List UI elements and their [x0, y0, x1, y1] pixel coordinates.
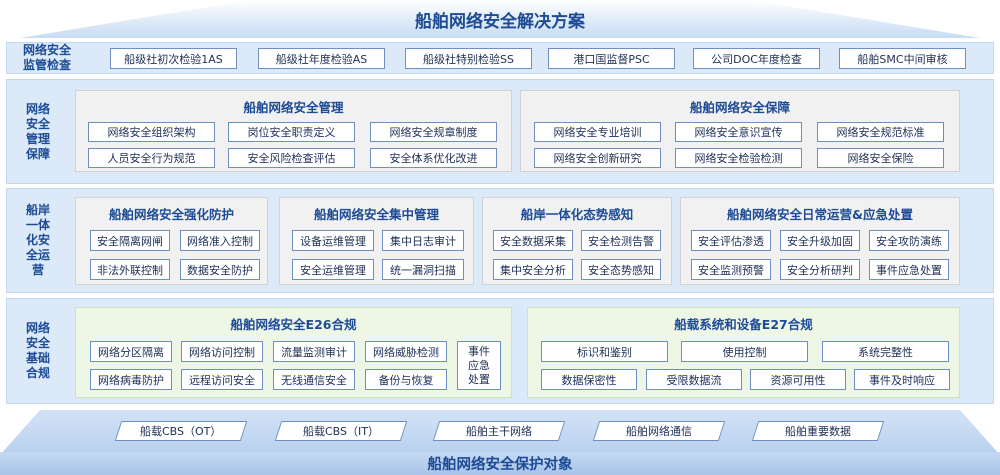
panel-central: 船舶网络安全集中管理 设备运维管理 集中日志审计 安全运维管理 统一漏洞扫描	[279, 197, 474, 285]
side-item: 事件 应急 处置	[457, 341, 501, 390]
row-compliance: 网络 安全 基础 合规 船舶网络安全E26合规 网络分区隔离 网络访问控制 流量…	[6, 298, 994, 404]
page-title: 船舶网络安全解决方案	[20, 0, 980, 38]
item: 受限数据流	[646, 369, 742, 390]
item: 统一漏洞扫描	[382, 259, 464, 280]
item: 资源可用性	[750, 369, 846, 390]
item: 安全隔离网闸	[90, 230, 170, 251]
check-item: 港口国监督PSC	[548, 48, 675, 69]
item: 安全风险检查评估	[228, 148, 355, 168]
item: 集中安全分析	[493, 259, 573, 280]
item: 网络安全保险	[817, 148, 944, 168]
row-label: 网络 安全 基础 合规	[25, 321, 50, 380]
item: 网络访问控制	[181, 341, 263, 362]
check-item: 公司DOC年度检查	[693, 48, 820, 69]
item: 远程访问安全	[181, 369, 263, 390]
item: 网络安全意识宣传	[675, 122, 802, 142]
panel-title: 船舶网络安全保障	[689, 100, 790, 115]
row-supervision: 网络安全 监管检查 船级社初次检验1AS 船级社年度检验AS 船级社特别检验SS…	[6, 42, 994, 74]
panel-title: 船舶网络安全强化防护	[108, 207, 234, 222]
item: 岗位安全职责定义	[228, 122, 355, 142]
item: 网络病毒防护	[90, 369, 172, 390]
row-management: 网络 安全 管理 保障 船舶网络安全管理 网络安全组织架构 岗位安全职责定义 网…	[6, 79, 994, 184]
item: 非法外联控制	[90, 259, 170, 280]
protected-item: 船载CBS（OT）	[114, 421, 248, 441]
panel-assurance: 船舶网络安全保障 网络安全专业培训 网络安全意识宣传 网络安全规范标准 网络安全…	[520, 90, 960, 172]
item: 数据安全防护	[180, 259, 260, 280]
item: 网络分区隔离	[90, 341, 172, 362]
item: 数据保密性	[541, 369, 637, 390]
item: 安全体系优化改进	[370, 148, 497, 168]
item: 安全分析研判	[780, 259, 860, 280]
item: 网络安全规章制度	[370, 122, 497, 142]
panel-title: 船载系统和设备E27合规	[674, 317, 813, 332]
check-item: 船舶SMC中间审核	[839, 48, 966, 69]
item: 集中日志审计	[382, 230, 464, 251]
item: 安全数据采集	[493, 230, 573, 251]
item: 安全升级加固	[780, 230, 860, 251]
row-label: 船岸 一体 化安 全运 营	[25, 203, 50, 277]
protected-item-label: 船舶主干网络	[466, 425, 532, 438]
item: 网络安全组织架构	[88, 122, 215, 142]
panel-daily-ops: 船舶网络安全日常运营&应急处置 安全评估渗透 安全升级加固 安全攻防演练 安全监…	[680, 197, 960, 285]
panel-management: 船舶网络安全管理 网络安全组织架构 岗位安全职责定义 网络安全规章制度 人员安全…	[75, 90, 512, 172]
item: 网络安全检验检测	[675, 148, 802, 168]
panel-title: 船舶网络安全管理	[243, 100, 344, 115]
protected-item-label: 船舶重要数据	[785, 425, 851, 438]
item: 网络安全规范标准	[817, 122, 944, 142]
item: 流量监测审计	[273, 341, 355, 362]
item: 事件及时响应	[854, 369, 950, 390]
panel-e26: 船舶网络安全E26合规 网络分区隔离 网络访问控制 流量监测审计 网络威胁检测 …	[75, 307, 512, 398]
item: 安全监测预警	[691, 259, 771, 280]
protected-item: 船舶重要数据	[751, 421, 885, 441]
protected-item: 船舶主干网络	[432, 421, 566, 441]
item: 网络准入控制	[180, 230, 260, 251]
panel-title: 船舶网络安全集中管理	[313, 207, 439, 222]
item: 网络安全创新研究	[534, 148, 661, 168]
bottom-title: 船舶网络安全保护对象	[0, 452, 1000, 475]
item: 网络安全专业培训	[534, 122, 661, 142]
panel-awareness: 船岸一体化态势感知 安全数据采集 安全检测告警 集中安全分析 安全态势感知	[482, 197, 672, 285]
protected-item-label: 船载CBS（IT）	[303, 425, 379, 438]
panel-title: 船舶网络安全E26合规	[230, 317, 357, 332]
panel-title: 船岸一体化态势感知	[520, 207, 634, 222]
check-item: 船级社特别检验SS	[405, 48, 532, 69]
row-label: 网络 安全 管理 保障	[25, 101, 50, 161]
item: 安全态势感知	[581, 259, 661, 280]
protected-item-label: 船舶网络通信	[626, 425, 692, 438]
row-operations: 船岸 一体 化安 全运 营 船舶网络安全强化防护 安全隔离网闸 网络准入控制 非…	[6, 188, 994, 293]
protected-item: 船舶网络通信	[592, 421, 726, 441]
check-item: 船级社初次检验1AS	[110, 48, 237, 69]
panel-e27: 船载系统和设备E27合规 标识和鉴别 使用控制 系统完整性 数据保密性 受限数据…	[527, 307, 960, 398]
check-item: 船级社年度检验AS	[258, 48, 385, 69]
item: 安全运维管理	[292, 259, 374, 280]
protected-item-label: 船载CBS（OT）	[140, 425, 222, 438]
item: 标识和鉴别	[541, 341, 668, 362]
item: 设备运维管理	[292, 230, 374, 251]
item: 安全评估渗透	[691, 230, 771, 251]
item: 事件应急处置	[869, 259, 949, 280]
panel-title: 船舶网络安全日常运营&应急处置	[727, 207, 913, 222]
item: 网络威胁检测	[365, 341, 447, 362]
protected-item: 船载CBS（IT）	[274, 421, 408, 441]
panel-protection: 船舶网络安全强化防护 安全隔离网闸 网络准入控制 非法外联控制 数据安全防护	[75, 197, 268, 285]
item: 系统完整性	[822, 341, 949, 362]
row-label: 网络安全 监管检查	[22, 43, 71, 72]
item: 安全攻防演练	[869, 230, 949, 251]
item: 安全检测告警	[581, 230, 661, 251]
item: 人员安全行为规范	[88, 148, 215, 168]
item: 无线通信安全	[273, 369, 355, 390]
item: 使用控制	[681, 341, 808, 362]
item: 备份与恢复	[365, 369, 447, 390]
